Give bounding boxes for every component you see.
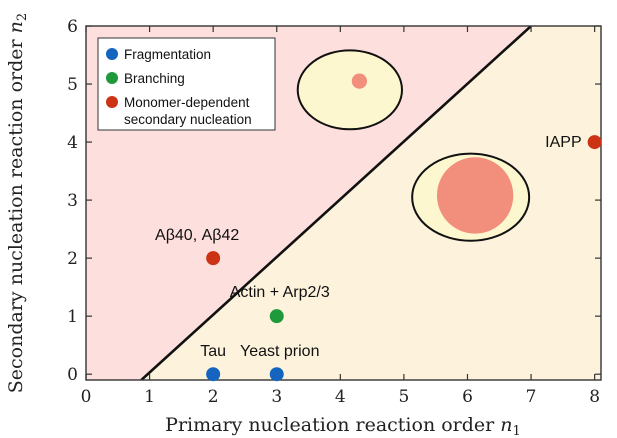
legend-box (97, 37, 276, 131)
x-axis-label: Primary nucleation reaction order n1 (165, 414, 521, 438)
inset-circle-1 (351, 73, 368, 89)
y-tick-label: 2 (67, 249, 78, 269)
data-point (206, 367, 221, 382)
x-tick-label: 8 (589, 387, 600, 407)
point-labels: Tau Yeast prion Actin + Arp2/3 Aβ40, Aβ42 IA… (155, 134, 582, 360)
x-tick-label: 5 (398, 387, 409, 407)
plot-frame (85, 25, 602, 381)
data-point (587, 135, 602, 150)
x-tick-label: 4 (335, 387, 346, 407)
data-point (269, 367, 284, 382)
x-tick-label: 2 (208, 387, 219, 407)
point-label: Aβ40, Aβ42 (155, 227, 239, 244)
x-tick-label: 0 (81, 387, 92, 407)
legend-label: Fragmentation (124, 47, 211, 62)
y-tick-label: 5 (67, 75, 78, 95)
inset-ellipse-1 (296, 49, 403, 131)
y-tick-label: 1 (67, 307, 78, 327)
point-label: Yeast prion (240, 343, 319, 360)
y-tick-label: 6 (67, 17, 78, 37)
y-tick-label: 3 (67, 191, 78, 211)
x-tick-label: 7 (526, 387, 537, 407)
x-tick-label: 6 (462, 387, 473, 407)
legend-label: Monomer-dependent (124, 95, 250, 110)
data-point (269, 309, 284, 324)
data-points (206, 135, 602, 382)
legend-marker (106, 96, 118, 108)
legend-marker (106, 72, 118, 84)
point-label: IAPP (545, 134, 581, 151)
x-tick-label: 3 (271, 387, 282, 407)
point-label: Actin + Arp2/3 (230, 284, 330, 301)
point-label: Tau (200, 343, 226, 360)
data-point (206, 251, 221, 266)
y-tick-label: 4 (67, 133, 78, 153)
legend-marker (106, 48, 118, 60)
x-tick-label: 1 (144, 387, 155, 407)
y-axis-label: Secondary nucleation reaction order n2 (5, 13, 30, 393)
axis-ticks: 0 1 2 3 4 5 6 7 8 0 1 2 3 4 5 6 (67, 17, 601, 407)
schematic-insets (296, 49, 531, 242)
legend-label-line2: secondary nucleation (124, 112, 252, 127)
legend-label: Branching (124, 71, 185, 86)
y-tick-label: 0 (67, 365, 78, 385)
boundary-line (140, 26, 532, 380)
inset-circle-2 (436, 157, 514, 234)
